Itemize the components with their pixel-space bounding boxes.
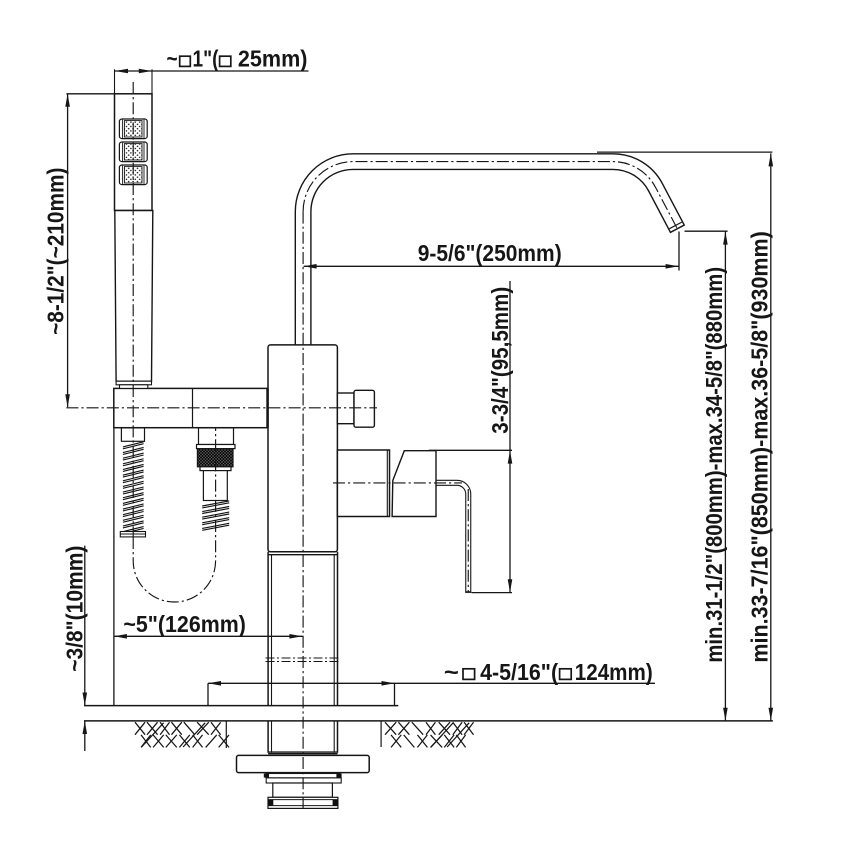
svg-text:3-3/4"(95,5mm): 3-3/4"(95,5mm) <box>487 287 513 434</box>
svg-text:min.31-1/2"(800mm)-max.34-5/8": min.31-1/2"(800mm)-max.34-5/8"(880mm) <box>701 267 727 663</box>
svg-text:~3/8"(10mm): ~3/8"(10mm) <box>62 546 88 672</box>
svg-text:~5"(126mm): ~5"(126mm) <box>123 611 245 637</box>
svg-text:min.33-7/16"(850mm)-max.36-5/8: min.33-7/16"(850mm)-max.36-5/8"(930mm) <box>747 231 773 662</box>
svg-text:~: ~ <box>444 659 459 685</box>
svg-text:1"(: 1"( <box>193 46 219 72</box>
svg-text:9-5/6"(250mm): 9-5/6"(250mm) <box>418 240 562 266</box>
svg-text:~: ~ <box>167 46 178 72</box>
svg-text:~8-1/2"(~210mm): ~8-1/2"(~210mm) <box>43 168 69 335</box>
svg-text:4-5/16"(: 4-5/16"( <box>480 659 558 685</box>
svg-text:124mm): 124mm) <box>575 659 653 685</box>
svg-text:25mm): 25mm) <box>238 46 308 72</box>
